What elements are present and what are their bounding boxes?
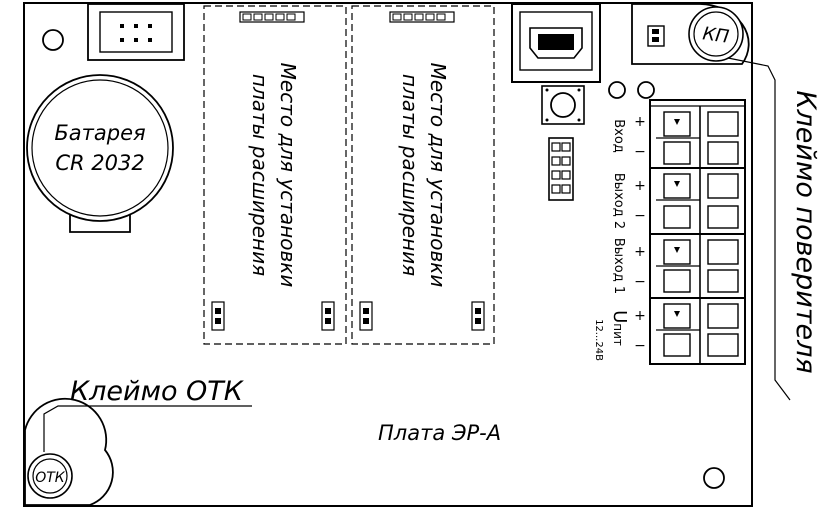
expansion-slot-1 — [203, 5, 347, 345]
slot2-label-line2: платы расширения — [398, 74, 422, 276]
verifier-leader-line — [727, 57, 791, 401]
led-1 — [608, 81, 626, 99]
sign-plus-0: + — [634, 114, 646, 130]
power-sub: пит — [611, 323, 625, 346]
sign-plus-1: + — [634, 178, 646, 194]
mount-hole-top-left — [42, 29, 64, 51]
terminal-label-output1: Выход 1 — [611, 238, 626, 294]
board-name-label: Плата ЭР-А — [378, 421, 501, 445]
otk-leader-line — [43, 405, 252, 452]
verifier-mark-label: Клеймо поверителя — [790, 90, 821, 373]
terminal-label-power-range: 12...24В — [593, 319, 604, 361]
battery-holder — [26, 74, 174, 233]
slot1-label-line2: платы расширения — [248, 74, 272, 276]
push-button — [541, 85, 585, 125]
sign-plus-2: + — [634, 244, 646, 260]
sign-minus-2: − — [634, 274, 646, 290]
terminal-label-output2: Выход 2 — [611, 173, 626, 229]
jumper-header — [548, 137, 574, 201]
terminal-block — [649, 99, 746, 365]
slot1-label-line1: Место для установки — [276, 63, 300, 288]
power-u: U — [609, 310, 630, 323]
terminal-arrows — [674, 119, 680, 317]
sign-minus-3: − — [634, 338, 646, 354]
sign-minus-0: − — [634, 144, 646, 160]
expansion-slot-2 — [351, 5, 495, 345]
top-pin-header — [87, 3, 185, 61]
terminal-label-power: Uпит — [609, 310, 630, 346]
board-outline — [23, 2, 753, 507]
otk-stamp-block — [24, 397, 114, 506]
polarity-signs: + − + − + − + − — [634, 114, 646, 354]
led-2 — [637, 81, 655, 99]
battery-label-line2: CR 2032 — [55, 151, 144, 175]
terminal-label-input: Вход — [611, 119, 626, 153]
mount-hole-bottom-right — [703, 467, 725, 489]
otk-stamp-text: ОТК — [35, 470, 66, 486]
battery-label-line1: Батарея — [54, 121, 145, 145]
verifier-seal-block — [631, 3, 750, 65]
usb-connector — [511, 3, 601, 83]
verifier-stamp-text: КП — [701, 23, 730, 48]
sign-minus-1: − — [634, 208, 646, 224]
slot2-label-line1: Место для установки — [426, 63, 450, 288]
sign-plus-3: + — [634, 308, 646, 324]
otk-mark-label: Клеймо ОТК — [70, 376, 245, 407]
